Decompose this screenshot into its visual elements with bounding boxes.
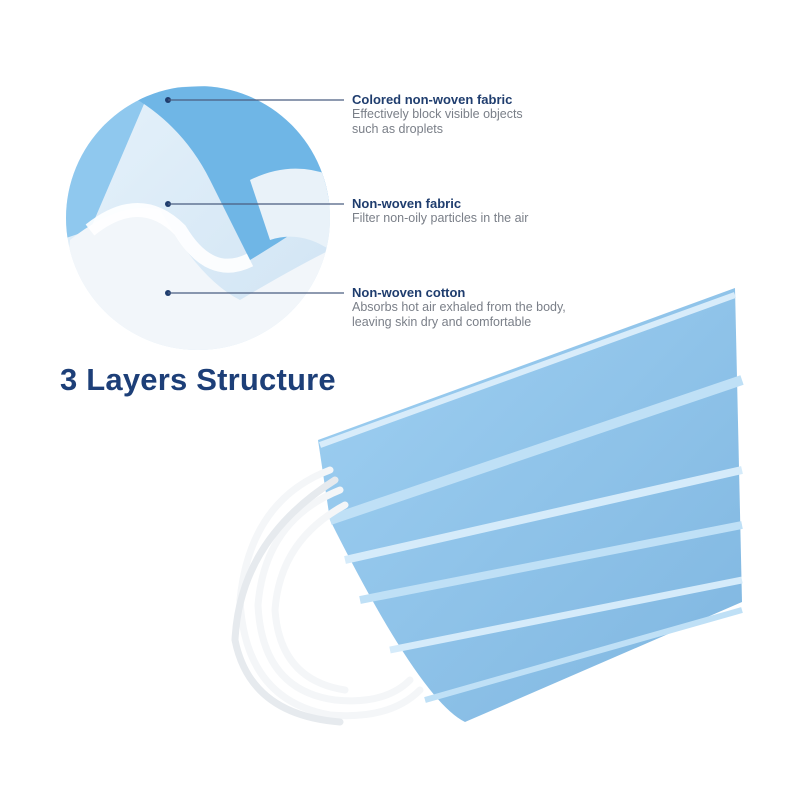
ear-loops xyxy=(231,466,424,726)
layers-closeup-circle xyxy=(66,86,330,350)
layer-description: leaving skin dry and comfortable xyxy=(352,315,532,329)
layer-title: Non-woven cotton xyxy=(352,285,466,300)
layer-description: Filter non-oily particles in the air xyxy=(352,211,529,225)
layer-callout-inner: Non-woven cotton Absorbs hot air exhaled… xyxy=(352,285,566,330)
mask-stack xyxy=(318,288,744,722)
layer-description: such as droplets xyxy=(352,122,444,136)
layer-callout-middle: Non-woven fabric Filter non-oily particl… xyxy=(352,196,528,226)
leader-lines xyxy=(165,97,344,296)
layer-description: Absorbs hot air exhaled from the body, xyxy=(352,300,566,314)
layer-description: Effectively block visible objects xyxy=(352,107,523,121)
layer-title: Non-woven fabric xyxy=(352,196,462,211)
page-title: 3 Layers Structure xyxy=(60,362,336,397)
layer-title: Colored non-woven fabric xyxy=(352,92,513,107)
layer-callout-outer: Colored non-woven fabric Effectively blo… xyxy=(352,92,523,137)
